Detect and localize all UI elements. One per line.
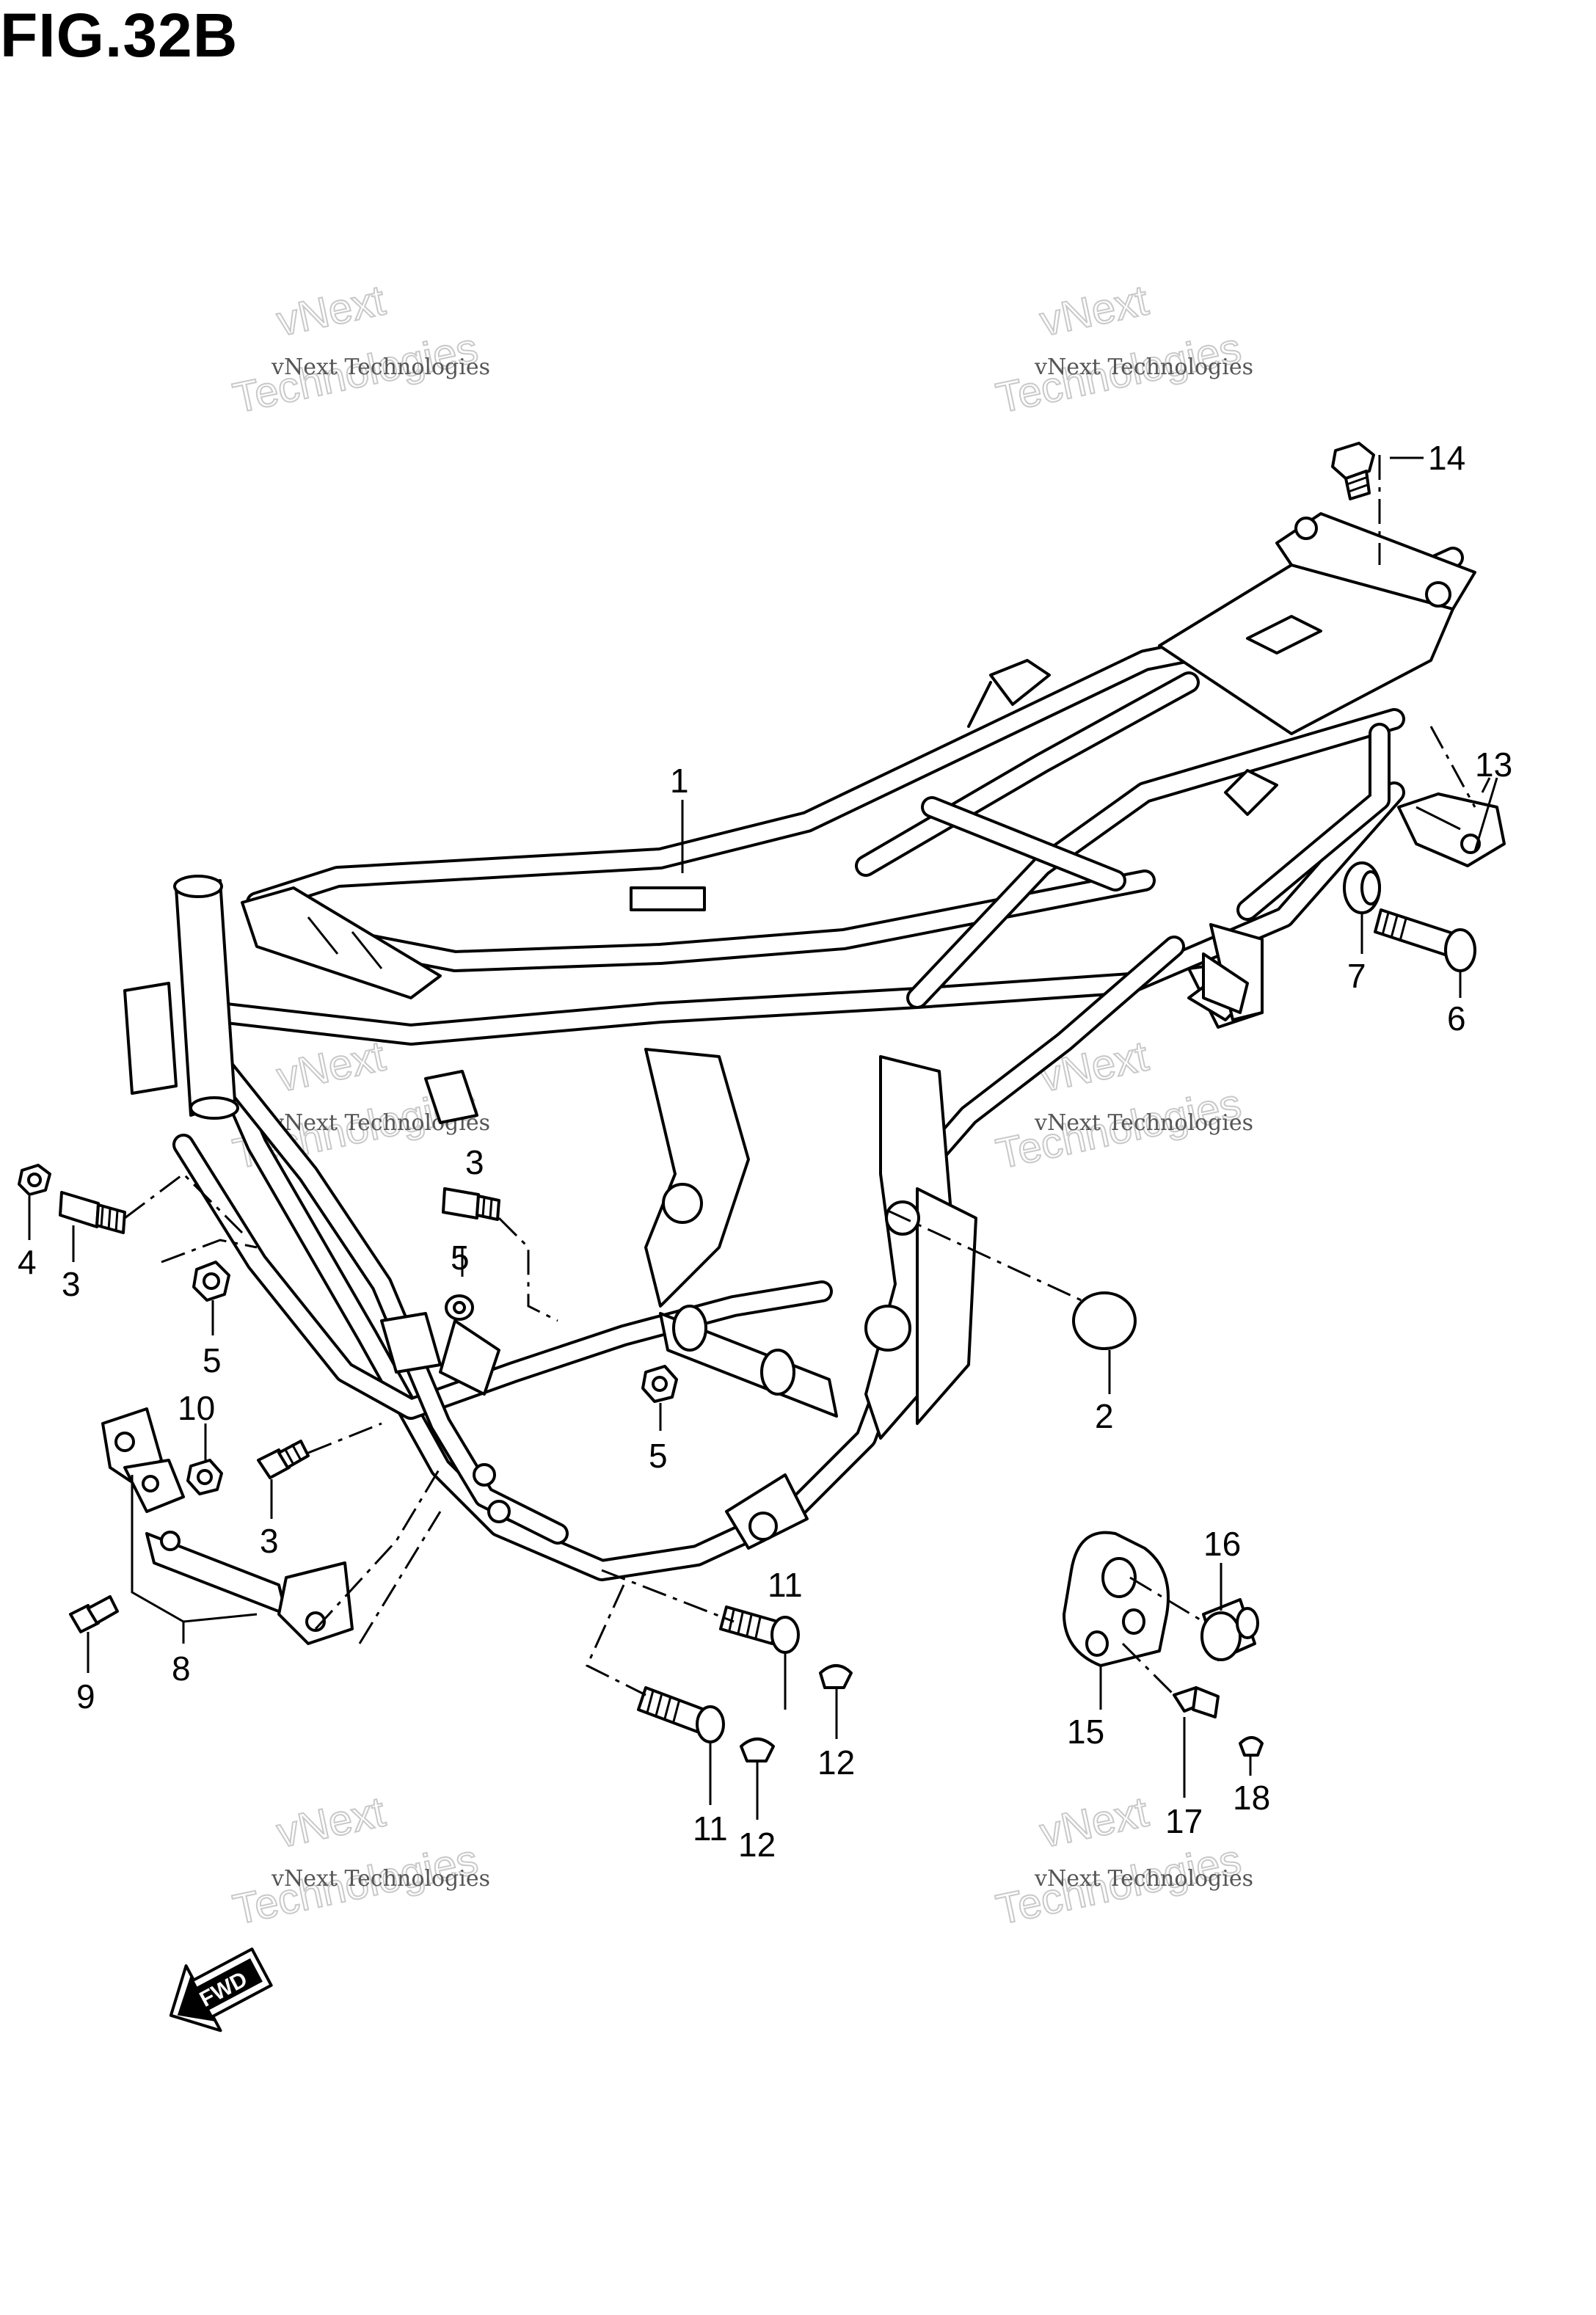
bolt-part-9 — [69, 1595, 119, 1633]
callout-5-left: 5 — [203, 1341, 222, 1379]
svg-text:vNext: vNext — [273, 1787, 390, 1856]
leader-lines — [28, 455, 1498, 1820]
svg-text:vNext Technologies: vNext Technologies — [271, 354, 490, 380]
callout-12-lower: 12 — [738, 1826, 776, 1864]
callout-4: 4 — [18, 1243, 37, 1281]
bracket-part-13 — [1397, 792, 1506, 867]
callout-15: 15 — [1067, 1713, 1104, 1751]
nut-part-10 — [186, 1459, 223, 1495]
callout-1: 1 — [670, 762, 689, 800]
bolt-part-17 — [1173, 1686, 1220, 1718]
bolt-part-11-lower — [637, 1686, 725, 1743]
svg-text:vNext Technologies: vNext Technologies — [1034, 1110, 1253, 1136]
callout-9: 9 — [76, 1677, 95, 1716]
main-frame-part-1 — [123, 512, 1476, 1581]
callout-3-lower: 3 — [260, 1522, 279, 1560]
bolt-part-11-upper — [719, 1605, 800, 1654]
nut-part-4 — [18, 1164, 51, 1196]
callout-11-upper: 11 — [768, 1566, 803, 1604]
callout-3-left: 3 — [62, 1265, 81, 1303]
cap-part-12-lower — [740, 1738, 775, 1762]
nut-part-5-left — [192, 1261, 230, 1302]
callout-6: 6 — [1447, 999, 1466, 1038]
plug-part-2 — [887, 1209, 1137, 1350]
bushing-part-16 — [1200, 1598, 1259, 1661]
svg-text:vNext Technologies: vNext Technologies — [271, 1866, 490, 1892]
figure-title: FIG.32B — [0, 1, 238, 70]
callout-11-lower: 11 — [693, 1809, 728, 1848]
nut-part-5-center — [641, 1365, 678, 1403]
cap-part-12-upper — [819, 1664, 853, 1689]
callout-5-upper: 5 — [451, 1239, 470, 1277]
watermark-mid-right: vNext Technologies vNext Technologies — [991, 1031, 1253, 1178]
callout-5-center: 5 — [649, 1437, 668, 1475]
callout-labels: 1 14 13 7 6 3 5 4 3 5 2 10 5 3 16 11 8 9… — [18, 439, 1512, 1864]
callout-14: 14 — [1428, 439, 1465, 477]
watermark-top-right: vNext Technologies vNext Technologies — [991, 275, 1253, 423]
svg-text:vNext Technologies: vNext Technologies — [1034, 1866, 1253, 1892]
callout-13: 13 — [1475, 745, 1512, 784]
watermark-bottom-right: vNext Technologies vNext Technologies — [991, 1787, 1253, 1934]
cap-part-18 — [1239, 1736, 1264, 1757]
callout-3-upper: 3 — [465, 1143, 484, 1181]
watermark-bottom-left: vNext Technologies vNext Technologies — [228, 1787, 490, 1934]
callout-7: 7 — [1347, 957, 1366, 995]
svg-text:vNext: vNext — [1036, 1787, 1153, 1856]
watermark-top-left: vNext Technologies vNext Technologies — [228, 275, 490, 423]
collar-part-7 — [1343, 861, 1381, 914]
svg-text:vNext: vNext — [1036, 276, 1153, 345]
callout-17: 17 — [1165, 1802, 1203, 1840]
svg-text:vNext: vNext — [273, 1032, 390, 1101]
bolt-part-3-left — [59, 1191, 126, 1234]
bracket-part-8 — [101, 1407, 354, 1645]
bolt-part-6 — [1374, 908, 1476, 972]
callout-16: 16 — [1203, 1525, 1241, 1563]
callout-8: 8 — [172, 1649, 191, 1688]
callout-12-upper: 12 — [817, 1743, 855, 1782]
link-part-15 — [1063, 1531, 1170, 1667]
svg-text:vNext Technologies: vNext Technologies — [1034, 354, 1253, 380]
callout-2: 2 — [1095, 1397, 1114, 1435]
bolt-part-3-mid — [442, 1187, 500, 1221]
callout-18: 18 — [1233, 1779, 1270, 1817]
callout-10: 10 — [178, 1389, 215, 1427]
bolt-part-14 — [1331, 442, 1375, 500]
collar-part-5-mid — [445, 1294, 474, 1321]
svg-text:vNext: vNext — [273, 276, 390, 345]
fwd-arrow-icon: FWD — [169, 1947, 273, 2033]
bolt-part-3-lower — [257, 1440, 310, 1479]
